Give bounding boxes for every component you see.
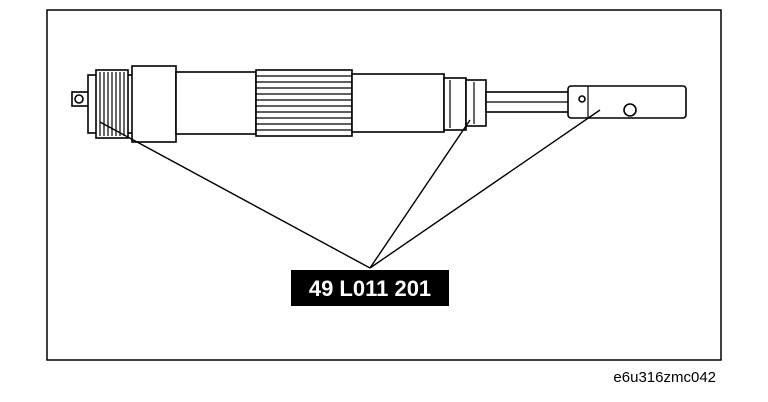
leader-line-right bbox=[369, 109, 601, 269]
part-number-box bbox=[291, 270, 449, 306]
right-body bbox=[351, 73, 445, 133]
right-flange bbox=[465, 79, 487, 127]
main-body bbox=[175, 71, 257, 135]
end-hole bbox=[74, 94, 84, 104]
sleeve-hole bbox=[623, 103, 637, 117]
diagram-frame bbox=[46, 9, 722, 361]
sleeve-hole-small bbox=[578, 95, 586, 103]
leader-line-middle bbox=[369, 119, 471, 269]
right-collar bbox=[443, 77, 467, 131]
grip-knurl-lines bbox=[256, 75, 352, 131]
part-number-text: 49 L011 201 bbox=[309, 276, 431, 301]
left-band bbox=[131, 65, 177, 143]
flange-lines bbox=[449, 80, 475, 128]
left-knurl-lines bbox=[99, 72, 125, 136]
special-tool-drawing bbox=[71, 65, 687, 269]
tool-sleeve bbox=[567, 85, 687, 119]
central-knurled-grip bbox=[255, 69, 353, 137]
figure-code: e6u316zmc042 bbox=[613, 369, 716, 386]
part-number-label: 49 L011 201 bbox=[291, 270, 449, 306]
leader-line-left bbox=[99, 121, 371, 269]
